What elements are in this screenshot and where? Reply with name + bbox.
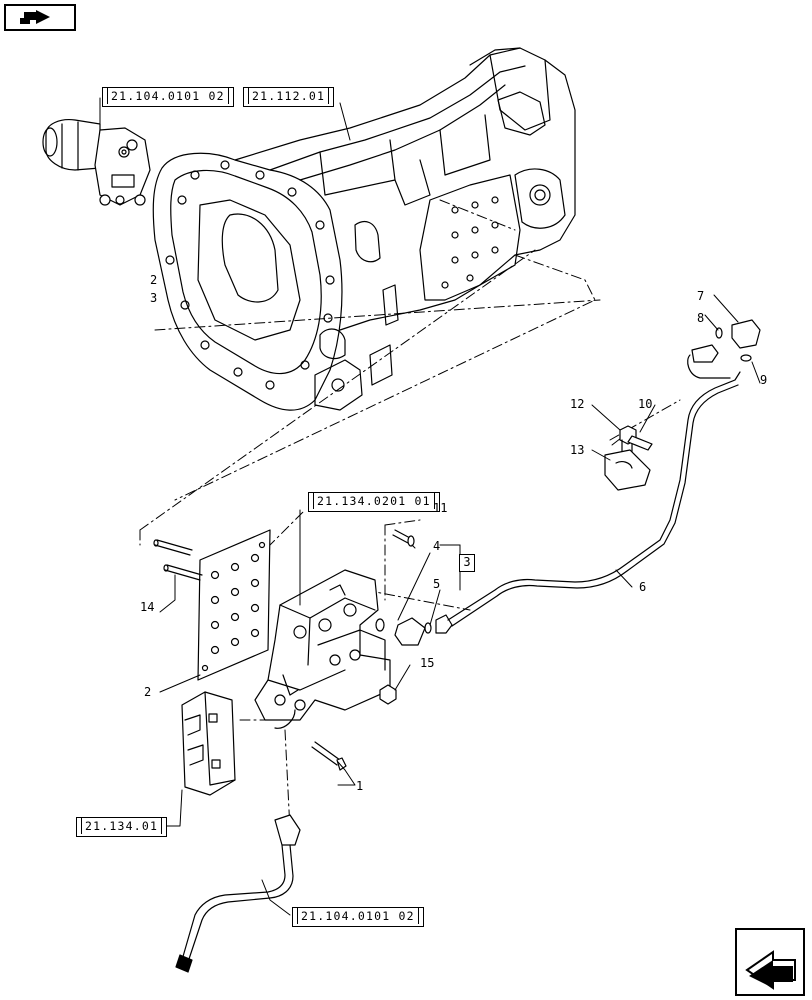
bolt-11 — [392, 529, 415, 547]
callout-10: 10 — [638, 397, 653, 411]
pump-component — [42, 119, 151, 206]
callout-15: 15 — [420, 656, 435, 670]
transmission-housing — [152, 47, 576, 411]
callout-11: 11 — [433, 501, 448, 515]
tractor-back-icon — [20, 10, 50, 24]
control-valve-block — [254, 569, 391, 729]
dashed-assembly-lines — [139, 199, 681, 831]
callout-3[interactable]: 3 — [459, 554, 475, 572]
callout-3-side: 3 — [150, 291, 158, 305]
callout-2: 2 — [144, 685, 152, 699]
callout-12: 12 — [570, 397, 585, 411]
callout-8: 8 — [697, 311, 705, 325]
callout-1: 1 — [356, 779, 364, 793]
elbow-7 — [715, 319, 761, 362]
nut-15 — [379, 684, 397, 705]
bracket-parts — [604, 425, 653, 491]
callout-5: 5 — [433, 577, 441, 591]
gasket-plate — [197, 529, 271, 681]
callout-13: 13 — [570, 443, 585, 457]
callout-14: 14 — [140, 600, 155, 614]
previous-page-button[interactable] — [4, 4, 76, 31]
pipe-6 — [447, 344, 741, 627]
bolt-1 — [311, 741, 347, 771]
lower-pipe — [175, 814, 301, 973]
ref-valve-section[interactable]: 21.134.0201 01 — [308, 492, 440, 512]
callout-2-side: 2 — [150, 273, 158, 287]
ref-cover-section[interactable]: 21.134.01 — [76, 817, 168, 837]
ref-lower-pipe-section[interactable]: 21.104.0101 02 — [292, 907, 424, 927]
callout-6: 6 — [639, 580, 647, 594]
next-page-arrow-icon — [745, 950, 796, 990]
next-page-button[interactable] — [735, 928, 805, 996]
dowel-pins — [153, 539, 203, 581]
cover-block — [181, 691, 236, 796]
ref-pump-section[interactable]: 21.104.0101 02 — [102, 87, 234, 107]
elbow-fitting — [375, 614, 453, 646]
callout-4: 4 — [433, 539, 441, 553]
callout-9: 9 — [760, 373, 768, 387]
callout-7: 7 — [697, 289, 705, 303]
ref-housing-section[interactable]: 21.112.01 — [243, 87, 335, 107]
